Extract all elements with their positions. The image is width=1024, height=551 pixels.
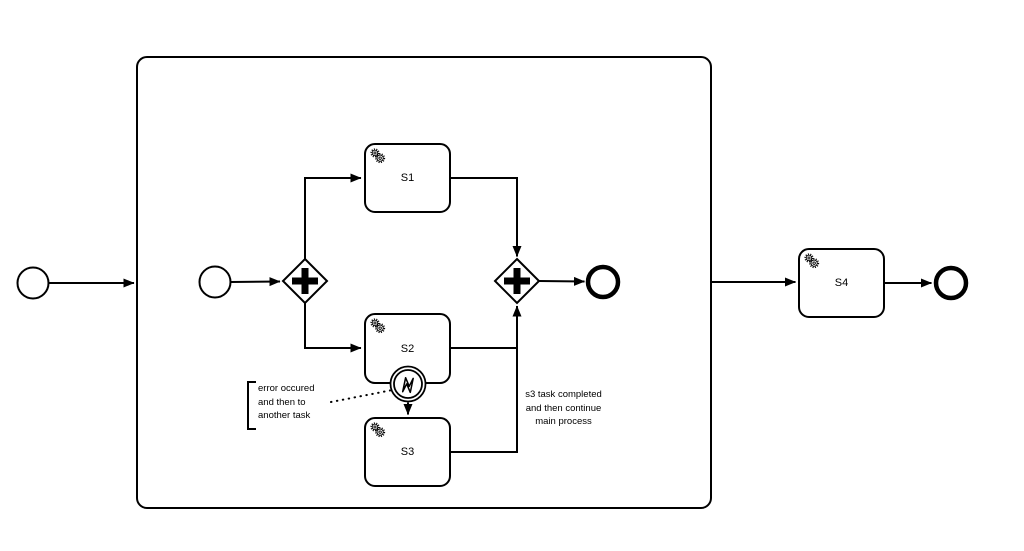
task-s4-label: S4 xyxy=(834,277,849,289)
plus-icon xyxy=(504,268,530,294)
task-s1-label: S1 xyxy=(400,172,415,184)
task-s2-label: S2 xyxy=(400,342,415,355)
error-annotation-text: error occured and then to another task xyxy=(258,383,315,421)
error-lightning-icon xyxy=(401,376,414,394)
flow-s3-to-join-gateway[interactable] xyxy=(450,305,522,453)
flow-s1-to-join-gateway[interactable] xyxy=(450,177,522,257)
inner-start-event[interactable] xyxy=(198,265,232,299)
outer-start-event[interactable] xyxy=(16,266,50,300)
annotation-bracket xyxy=(247,381,256,430)
task-s3-label: S3 xyxy=(400,446,415,458)
flow-split-gateway-to-s2[interactable] xyxy=(304,303,362,353)
plus-icon xyxy=(292,268,318,294)
flow-split-gateway-to-s1[interactable] xyxy=(304,173,362,259)
annotation-association-dotted-line xyxy=(330,389,391,403)
flow-inner-start-to-split-gateway[interactable] xyxy=(230,277,281,287)
outer-end-event[interactable] xyxy=(933,265,969,301)
parallel-split-gateway[interactable] xyxy=(281,257,329,305)
task-s3[interactable] xyxy=(364,417,451,487)
flow-join-gateway-to-inner-end[interactable] xyxy=(538,276,585,286)
task-s1[interactable] xyxy=(364,143,451,213)
inner-end-event[interactable] xyxy=(585,264,621,300)
error-boundary-event[interactable] xyxy=(389,365,427,403)
task-s4[interactable] xyxy=(798,248,885,318)
s3-annotation-text: s3 task completed and then continue main… xyxy=(525,389,602,427)
parallel-join-gateway[interactable] xyxy=(493,257,541,305)
